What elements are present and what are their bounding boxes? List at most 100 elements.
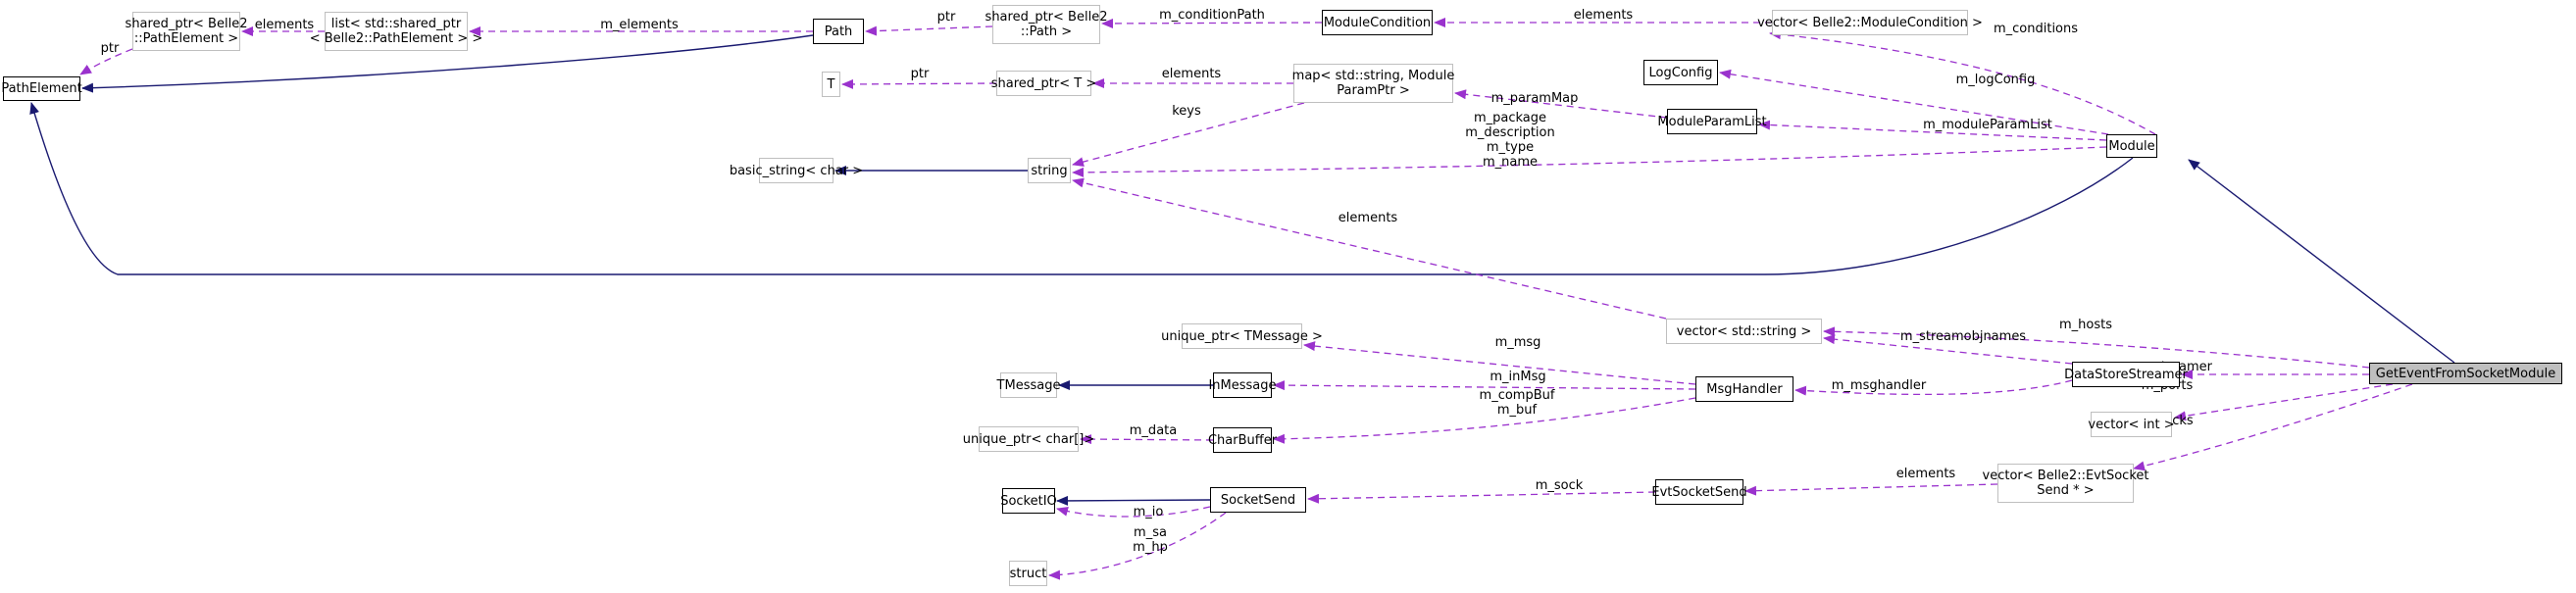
- class-node-struct: struct: [1009, 561, 1047, 586]
- usage-edge-MsgHandler-to-unique_ptr_TMessage: [1303, 341, 1696, 385]
- class-node-socketsend[interactable]: SocketSend: [1210, 487, 1306, 513]
- usage-edge-Module-to-string: [1072, 146, 2107, 177]
- class-node-label: vector< int >: [2088, 417, 2175, 432]
- edge-label: m_msghandler: [1831, 378, 1927, 393]
- class-node-charbuffer[interactable]: CharBuffer: [1208, 427, 1277, 453]
- class-node-label: MsgHandler: [1706, 381, 1783, 397]
- edge-label: ptr: [936, 10, 956, 25]
- class-node-shared-ptr-pathelement: shared_ptr< Belle2 ::PathElement >: [126, 12, 247, 51]
- usage-edge-vector_EvtSocketSend-to-EvtSocketSend: [1744, 483, 1998, 496]
- class-node-msghandler[interactable]: MsgHandler: [1695, 376, 1793, 402]
- class-node-moduleparamlist[interactable]: ModuleParamList: [1657, 109, 1767, 134]
- class-node-label: InMessage: [1208, 377, 1277, 393]
- class-node-vector-string: vector< std::string >: [1666, 319, 1822, 344]
- class-node-t: T: [822, 72, 840, 97]
- class-node-vector-evtsocketsend: vector< Belle2::EvtSocket Send * >: [1983, 464, 2148, 503]
- class-node-vector-modulecondition: vector< Belle2::ModuleCondition >: [1757, 10, 1983, 35]
- class-node-label: GetEventFromSocketModule: [2375, 366, 2556, 381]
- edge-label: keys: [1172, 104, 1201, 119]
- class-node-label: vector< Belle2::ModuleCondition >: [1757, 15, 1983, 30]
- class-node-map-string-moduleparamptr: map< std::string, Module ParamPtr >: [1291, 64, 1455, 103]
- usage-edge-GetEventFromSocketModule-to-vector_int: [2174, 383, 2394, 421]
- class-node-shared-ptr-path: shared_ptr< Belle2 ::Path >: [985, 5, 1107, 44]
- usage-edge-Module-to-LogConfig: [1719, 69, 2109, 135]
- class-node-string: string: [1028, 158, 1071, 183]
- class-node-logconfig[interactable]: LogConfig: [1643, 60, 1718, 85]
- class-node-basic-string-char: basic_string< char >: [730, 158, 863, 183]
- usage-edge-Module-to-vector_ModuleCondition: [1769, 29, 2156, 135]
- class-node-label: unique_ptr< TMessage >: [1161, 328, 1323, 344]
- class-node-label: vector< Belle2::EvtSocket Send * >: [1982, 469, 2149, 498]
- class-node-label: DataStoreStreamer: [2064, 367, 2188, 382]
- usage-edge-GetEventFromSocketModule-to-vector_EvtSocketSend: [2133, 383, 2413, 471]
- class-node-label: EvtSocketSend: [1651, 484, 1747, 500]
- usage-edge-shared_ptr_T-to-T: [841, 78, 997, 89]
- edge-label: m_streamobjnames: [1899, 329, 2027, 344]
- edge-label: m_msg: [1494, 335, 1541, 350]
- usage-edge-vector_string-to-string: [1072, 177, 1667, 320]
- usage-edge-map_string_ModuleParamPtr-to-string: [1072, 102, 1305, 167]
- edge-label: m_conditions: [1993, 22, 2079, 36]
- edge-label: elements: [1161, 67, 1222, 81]
- class-node-label: vector< std::string >: [1676, 323, 1812, 339]
- class-node-label: CharBuffer: [1207, 432, 1278, 448]
- usage-edge-ModuleCondition-to-shared_ptr_Path: [1101, 18, 1323, 28]
- edge-label: m_sock: [1535, 478, 1584, 493]
- class-node-module[interactable]: Module: [2106, 134, 2157, 158]
- edge-label: elements: [1895, 467, 1956, 481]
- class-node-modulecondition[interactable]: ModuleCondition: [1322, 10, 1433, 35]
- edge-label: elements: [1338, 211, 1398, 225]
- class-node-inmessage[interactable]: InMessage: [1208, 372, 1277, 398]
- inheritance-edge-SocketSend-to-SocketIO: [1056, 495, 1211, 506]
- usage-edge-DataStoreStreamer-to-vector_string: [1823, 334, 2073, 365]
- class-node-pathelement[interactable]: PathElement: [1, 76, 82, 101]
- usage-edge-GetEventFromSocketModule-to-vector_string: [1823, 326, 2370, 369]
- edge-label: m_sa m_hp: [1133, 525, 1168, 555]
- edge-label: m_package m_description m_type m_name: [1465, 111, 1555, 170]
- class-node-socketio[interactable]: SocketIO: [1000, 488, 1057, 514]
- edge-label: elements: [254, 18, 315, 32]
- class-node-label: map< std::string, Module ParamPtr >: [1291, 69, 1455, 98]
- edge-label: m_moduleParamList: [1923, 118, 2052, 132]
- edge-label: m_hosts: [2059, 318, 2112, 332]
- edge-label: elements: [1573, 8, 1634, 23]
- class-node-evtsocketsend[interactable]: EvtSocketSend: [1651, 479, 1747, 505]
- class-node-label: Module: [2108, 138, 2155, 154]
- edge-label: m_conditionPath: [1159, 8, 1265, 23]
- edge-label: m_data: [1129, 423, 1178, 438]
- class-node-label: unique_ptr< char[]>: [962, 431, 1095, 447]
- class-node-label: string: [1031, 163, 1068, 178]
- class-node-label: list< std::shared_ptr < Belle2::PathElem…: [309, 17, 483, 46]
- class-node-label: shared_ptr< Belle2 ::PathElement >: [125, 17, 248, 46]
- class-node-label: Path: [824, 24, 853, 39]
- usage-edge-CharBuffer-to-unique_ptr_char: [1080, 434, 1214, 445]
- class-node-label: shared_ptr< T >: [990, 75, 1097, 91]
- class-node-label: SocketSend: [1220, 492, 1296, 508]
- class-node-label: ModuleParamList: [1657, 114, 1767, 129]
- class-node-label: SocketIO: [1000, 493, 1057, 509]
- edge-label: m_io: [1133, 505, 1164, 519]
- usage-edge-ModuleParamList-to-map_string_ModuleParamPtr: [1454, 89, 1668, 119]
- class-node-label: PathElement: [1, 81, 82, 96]
- inheritance-edge-Path-to-PathElement: [81, 34, 814, 93]
- usage-edge-EvtSocketSend-to-SocketSend: [1307, 491, 1656, 504]
- edge-label: m_compBuf m_buf: [1479, 388, 1555, 418]
- class-node-label: LogConfig: [1648, 65, 1713, 80]
- class-node-unique-ptr-tmessage: unique_ptr< TMessage >: [1161, 323, 1323, 349]
- class-node-datastorestreamer[interactable]: DataStoreStreamer: [2064, 362, 2188, 387]
- class-node-geteventfromsocketmodule[interactable]: GetEventFromSocketModule: [2369, 363, 2562, 384]
- edge-label: m_inMsg: [1490, 370, 1546, 384]
- class-node-label: ModuleCondition: [1323, 15, 1432, 30]
- usage-edge-SocketSend-to-struct: [1048, 512, 1227, 580]
- class-node-label: shared_ptr< Belle2 ::Path >: [985, 10, 1108, 39]
- class-node-label: TMessage: [996, 377, 1061, 393]
- class-node-path[interactable]: Path: [813, 19, 864, 44]
- edge-label: ptr: [100, 41, 120, 56]
- inheritance-edge-Module-to-PathElement: [29, 102, 2134, 275]
- class-node-label: basic_string< char >: [729, 163, 864, 178]
- usage-edge-shared_ptr_PathElement-to-PathElement: [79, 48, 133, 75]
- class-node-unique-ptr-char: unique_ptr< char[]>: [963, 426, 1094, 452]
- edge-label: ptr: [910, 67, 930, 81]
